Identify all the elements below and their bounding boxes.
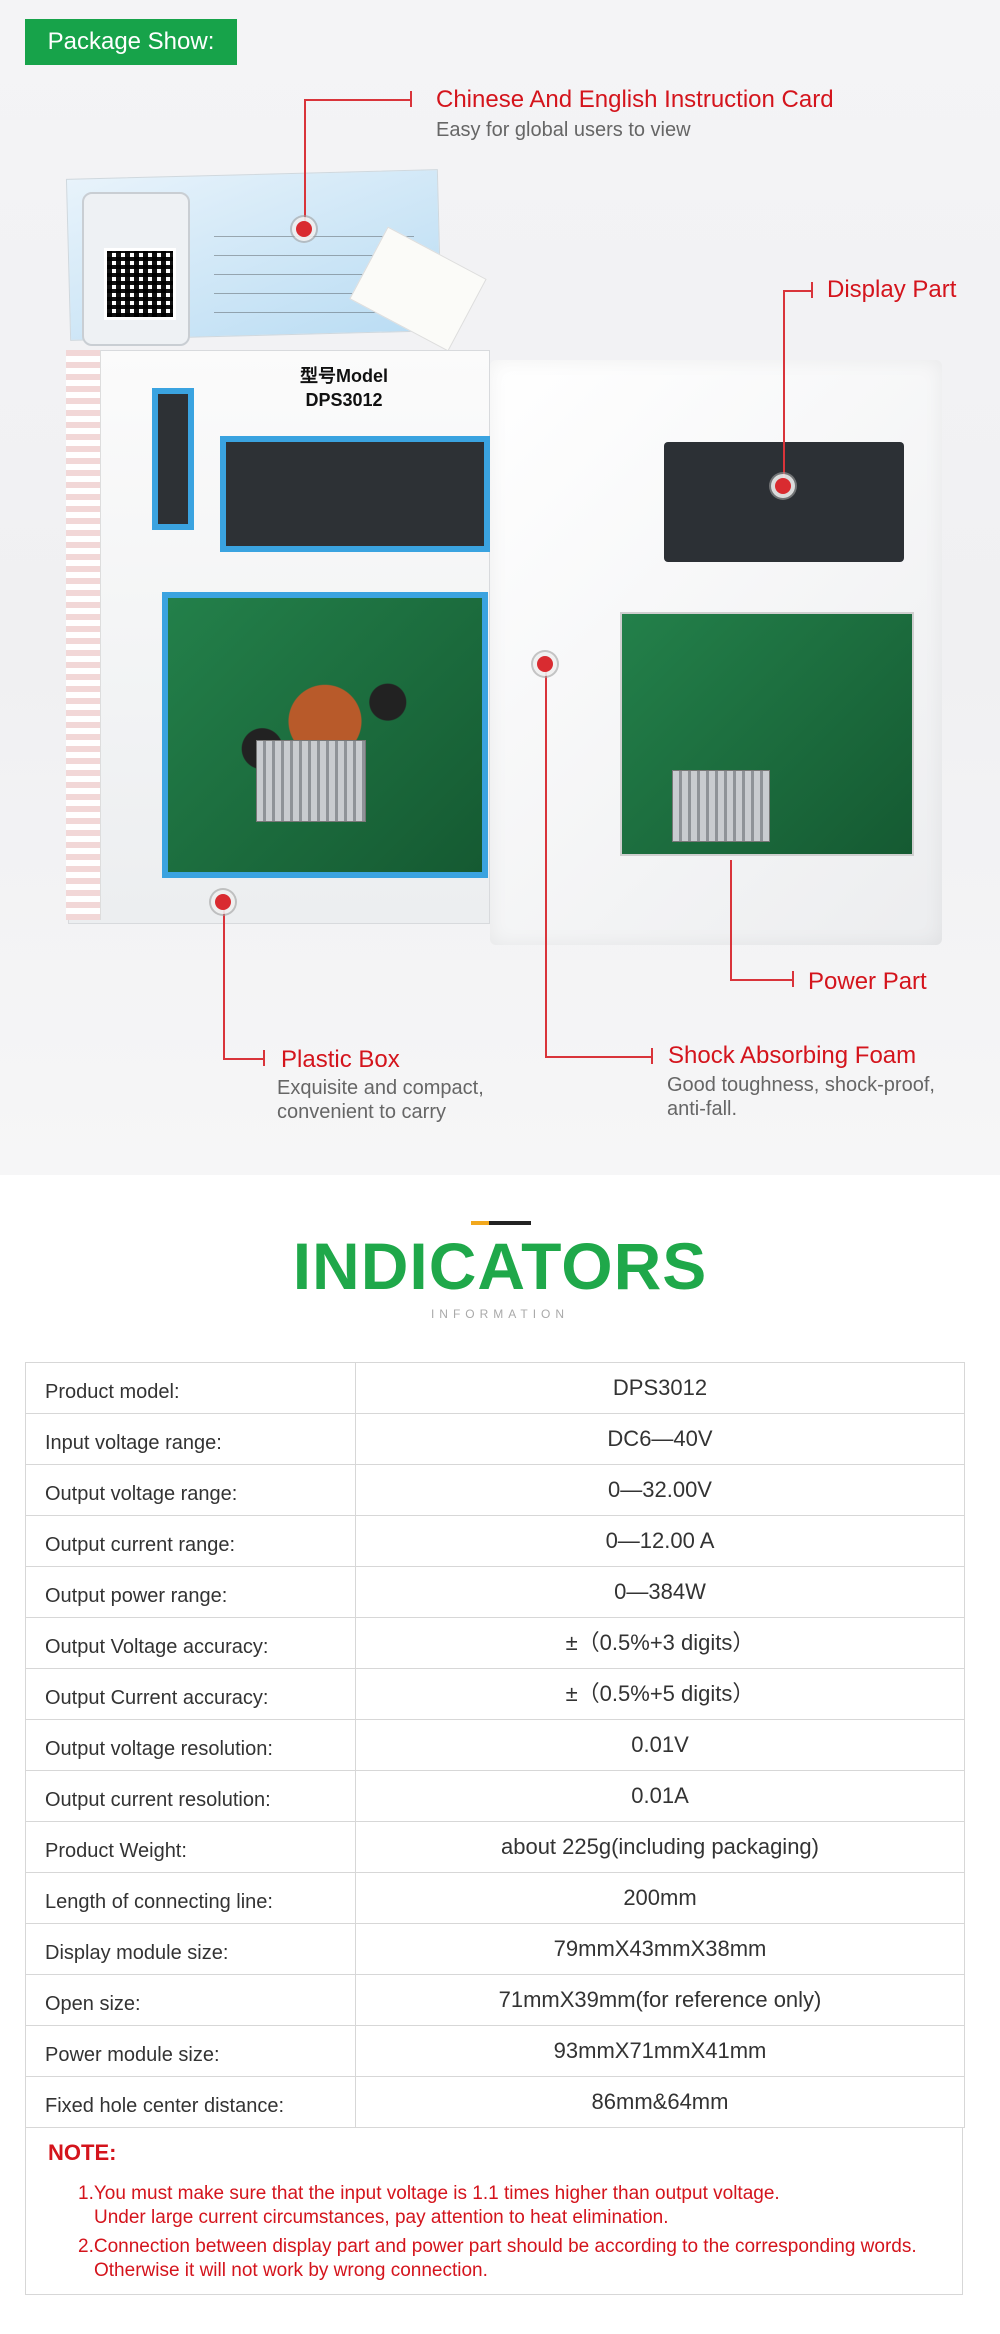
spec-value: 0—384W: [614, 1579, 706, 1604]
box-window-left: [152, 388, 194, 530]
spec-row: Power module size: 93mmX71mmX41mm: [26, 2026, 964, 2077]
spec-value: 200mm: [623, 1885, 697, 1910]
spec-value: 71mmX39mm(for reference only): [498, 1987, 822, 2012]
spec-label: Fixed hole center distance:: [26, 2077, 356, 2127]
spec-value: DPS3012: [612, 1375, 708, 1400]
spec-row: Input voltage range: DC6—40V: [26, 1414, 964, 1465]
plastic-box-leader-h: [223, 1058, 265, 1060]
spec-label: Product model:: [26, 1363, 356, 1413]
spec-label: Output voltage range:: [26, 1465, 356, 1515]
spec-label: Power module size:: [26, 2026, 356, 2076]
spec-row: Output current resolution: 0.01A: [26, 1771, 964, 1822]
power-part-title: Power Part: [808, 968, 927, 995]
instruction-card-leader-tick: [410, 91, 412, 107]
spec-value: 0.01V: [631, 1732, 689, 1757]
spec-row: Output Current accuracy: ±（0.5%+5 digits）: [26, 1669, 964, 1720]
foam-dot: [537, 656, 553, 672]
plastic-box-sub: Exquisite and compact, convenient to car…: [277, 1076, 484, 1124]
plastic-box-sub-line2: convenient to carry: [277, 1101, 446, 1123]
note-line-2: Under large current circumstances, pay a…: [94, 2207, 669, 2228]
instruction-card-leader: [304, 99, 306, 229]
spec-row: Output power range: 0—384W: [26, 1567, 964, 1618]
spec-row: Open size: 71mmX39mm(for reference only): [26, 1975, 964, 2026]
spec-row: Output voltage range: 0—32.00V: [26, 1465, 964, 1516]
spec-label: Display module size:: [26, 1924, 356, 1974]
heatsink-graphic: [256, 740, 366, 822]
box-pcb-image: [162, 592, 488, 878]
spec-label: Output Current accuracy:: [26, 1669, 356, 1719]
spec-label: Input voltage range:: [26, 1414, 356, 1464]
note-title: NOTE:: [48, 2140, 117, 2165]
spec-value: 93mmX71mmX41mm: [553, 2038, 767, 2063]
spec-value: about 225g(including packaging): [500, 1834, 819, 1859]
plastic-box-sub-line1: Exquisite and compact,: [277, 1077, 484, 1099]
instruction-card-dot: [296, 221, 312, 237]
spec-label: Output current range:: [26, 1516, 356, 1566]
spec-value: 79mmX43mmX38mm: [553, 1936, 767, 1961]
plastic-box-dot: [215, 894, 231, 910]
foam-sub-line2: anti-fall.: [667, 1098, 738, 1120]
foam-sub: Good toughness, shock-proof, anti-fall.: [667, 1073, 935, 1121]
spec-value: 86mm&64mm: [591, 2089, 729, 2114]
spec-label: Output voltage resolution:: [26, 1720, 356, 1770]
package-show-banner: Package Show:: [25, 19, 237, 65]
power-part-leader-tick: [792, 971, 794, 987]
box-model-label: 型号Model DPS3012: [300, 364, 388, 412]
spec-value: ±（0.5%+3 digits）: [565, 1630, 755, 1655]
spec-label: Open size:: [26, 1975, 356, 2025]
note-line-4: Otherwise it will not work by wrong conn…: [94, 2260, 488, 2281]
spec-label: Length of connecting line:: [26, 1873, 356, 1923]
instruction-card-leader-h: [304, 99, 412, 101]
plastic-box-title: Plastic Box: [281, 1046, 400, 1073]
plastic-box-leader: [223, 902, 225, 1060]
foam-sub-line1: Good toughness, shock-proof,: [667, 1074, 935, 1096]
foam-leader-h: [545, 1056, 653, 1058]
spec-row: Output voltage resolution: 0.01V: [26, 1720, 964, 1771]
display-part-leader-tick: [811, 282, 813, 298]
display-part-title: Display Part: [827, 276, 957, 303]
indicators-accent-bar-yellow: [471, 1221, 489, 1225]
plastic-box-leader-tick: [263, 1050, 265, 1066]
note-line-1: 1.You must make sure that the input volt…: [78, 2183, 780, 2204]
box-model-line1: 型号Model: [300, 366, 388, 386]
spec-row: Length of connecting line: 200mm: [26, 1873, 964, 1924]
box-side-graphic: [66, 350, 101, 920]
indicators-title: INDICATORS: [292, 1229, 708, 1303]
spec-value: 0—32.00V: [608, 1477, 712, 1502]
spec-row: Product Weight: about 225g(including pack…: [26, 1822, 964, 1873]
box-window-display: [220, 436, 490, 552]
note-box: NOTE: 1.You must make sure that the inpu…: [25, 2128, 963, 2295]
instruction-card-sub: Easy for global users to view: [436, 119, 691, 141]
display-part-leader-h: [783, 290, 813, 292]
heatsink-graphic-2: [672, 770, 770, 842]
spec-value: DC6—40V: [607, 1426, 713, 1451]
spec-value: 0.01A: [631, 1783, 689, 1808]
spec-label: Product Weight:: [26, 1822, 356, 1872]
spec-row: Output current range: 0—12.00 A: [26, 1516, 964, 1567]
power-part-leader: [730, 860, 732, 980]
box-model-line2: DPS3012: [305, 390, 383, 410]
foam-leader: [545, 664, 547, 1058]
spec-label: Output current resolution:: [26, 1771, 356, 1821]
package-show-section: Package Show: 型号Model DPS3012 Chinese An…: [0, 0, 1000, 1175]
note-line-3: 2.Connection between display part and po…: [78, 2236, 917, 2257]
spec-row: Output Voltage accuracy: ±（0.5%+3 digits）: [26, 1618, 964, 1669]
spec-label: Output power range:: [26, 1567, 356, 1617]
power-part-leader-h: [730, 979, 794, 981]
display-part-leader: [783, 290, 785, 486]
spec-row: Product model: DPS3012: [26, 1363, 964, 1414]
spec-row: Fixed hole center distance: 86mm&64mm: [26, 2077, 964, 2128]
spec-value: 0—12.00 A: [605, 1528, 715, 1553]
foam-title: Shock Absorbing Foam: [668, 1042, 917, 1069]
instruction-card-title: Chinese And English Instruction Card: [436, 86, 834, 113]
spec-label: Output Voltage accuracy:: [26, 1618, 356, 1668]
indicators-accent-bar-black: [489, 1221, 531, 1225]
foam-leader-tick: [651, 1048, 653, 1064]
spec-value: ±（0.5%+5 digits）: [565, 1681, 755, 1706]
indicators-subtitle: INFORMATION: [430, 1307, 570, 1321]
spec-row: Display module size: 79mmX43mmX38mm: [26, 1924, 964, 1975]
display-part-dot: [775, 478, 791, 494]
qr-code-graphic: [104, 248, 176, 320]
